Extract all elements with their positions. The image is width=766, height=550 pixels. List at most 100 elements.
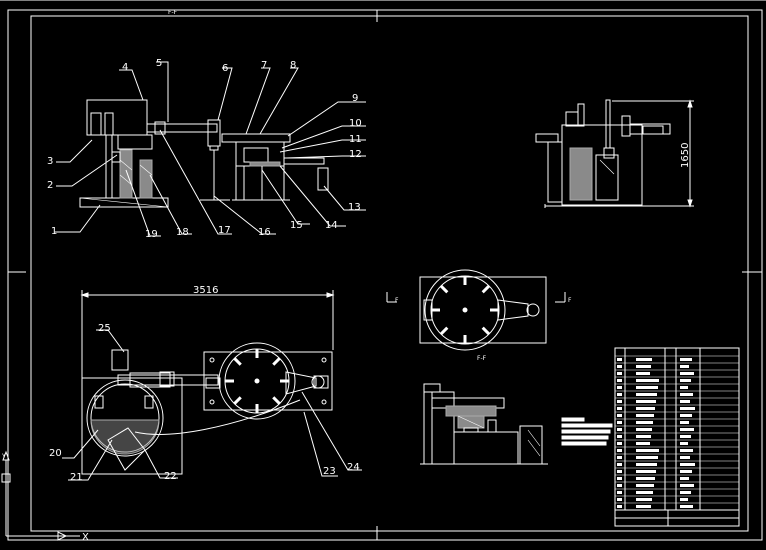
title-block-cell-text	[636, 386, 658, 389]
title-block-rows	[615, 355, 739, 508]
title-block-cell-text	[617, 491, 622, 494]
title-block-cell-text	[636, 428, 652, 431]
geneva-slot	[233, 357, 242, 366]
title-block-cell-text	[636, 358, 652, 361]
title-block-cell-text	[636, 421, 653, 424]
title-block-cell-text	[636, 491, 653, 494]
part-label-3: 3	[47, 156, 53, 167]
title-block-cell-text	[680, 435, 691, 438]
title-block-cell-text	[617, 484, 622, 487]
title-block-cell-text	[680, 393, 693, 396]
title-block-cell-text	[617, 358, 622, 361]
section-view	[420, 383, 548, 465]
part-label-23: 23	[323, 466, 336, 477]
ucs-x-label: X	[82, 532, 89, 543]
title-block-cell-text	[617, 386, 622, 389]
title-block-cell-text	[636, 505, 651, 508]
title-block-cell-text	[617, 407, 622, 410]
title-block-cell-text	[636, 365, 651, 368]
detail-geneva-slot	[439, 284, 449, 294]
title-block-cell-text	[617, 428, 622, 431]
title-block-cell-text	[617, 498, 622, 501]
part-label-16: 16	[258, 227, 271, 238]
side-view	[535, 99, 694, 208]
title-block-cell-text	[680, 456, 690, 459]
title-block-cell-text	[617, 463, 622, 466]
title-block-cell-text	[680, 400, 690, 403]
title-block-cell-text	[617, 435, 622, 438]
detail-geneva-slot	[481, 326, 491, 336]
title-block-cell-text	[636, 372, 650, 375]
geneva-slot	[272, 357, 281, 366]
title-block-cell-text	[636, 414, 654, 417]
part-label-22: 22	[164, 471, 177, 482]
part-label-13: 13	[348, 202, 361, 213]
title-block-cell-text	[617, 505, 622, 508]
title-block-cell-text	[617, 393, 622, 396]
title-block-cell-text	[617, 372, 622, 375]
title-block-cell-text	[636, 498, 652, 501]
title-block-cell-text	[636, 484, 654, 487]
title-block-cell-text	[680, 421, 689, 424]
sheet-mark: F-F	[168, 9, 178, 16]
title-block-cell-text	[680, 358, 692, 361]
title-block-cell-text	[617, 365, 622, 368]
title-block-cell-text	[636, 463, 657, 466]
detail-geneva-slots	[431, 276, 499, 344]
title-block	[614, 347, 740, 527]
title-block-cell-text	[680, 491, 691, 494]
part-label-19: 19	[145, 229, 158, 240]
title-block-cell-text	[680, 484, 694, 487]
title-block-cell-text	[680, 414, 692, 417]
part-label-24: 24	[347, 462, 360, 473]
title-block-cell-text	[636, 407, 655, 410]
title-block-cell-text	[680, 442, 688, 445]
title-block-cell-text	[680, 372, 694, 375]
title-block-cell-text	[680, 463, 695, 466]
dim-width-3516: 3516	[193, 285, 218, 296]
title-block-cell-text	[636, 470, 656, 473]
technical-notes	[561, 417, 613, 446]
title-block-cell-text	[680, 428, 694, 431]
ucs-y-label: Y	[1, 453, 6, 460]
part-label-18: 18	[176, 227, 189, 238]
title-block-cell-text	[680, 379, 691, 382]
top-view	[80, 290, 335, 475]
part-label-21: 21	[70, 472, 83, 483]
part-label-14: 14	[325, 220, 338, 231]
part-label-5: 5	[156, 58, 162, 69]
title-block-cell-text	[680, 505, 693, 508]
title-block-cell-text	[617, 449, 622, 452]
part-label-25: 25	[98, 323, 111, 334]
geneva-slots	[225, 349, 289, 413]
part-label-17: 17	[218, 225, 231, 236]
dim-height-1650: 1650	[680, 143, 691, 168]
part-label-11: 11	[349, 134, 362, 145]
ucs-icon	[1, 450, 80, 541]
detail-plan-view	[386, 269, 566, 351]
part-label-6: 6	[222, 63, 228, 74]
title-block-cell-text	[680, 386, 688, 389]
title-block-cell-text	[636, 400, 656, 403]
part-label-2: 2	[47, 180, 53, 191]
part-label-9: 9	[352, 93, 358, 104]
title-block-cell-text	[617, 414, 622, 417]
title-block-cell-text	[636, 442, 650, 445]
part-label-10: 10	[349, 118, 362, 129]
title-block-cell-text	[636, 435, 651, 438]
part-label-4: 4	[122, 62, 128, 73]
geneva-slot	[233, 396, 242, 405]
title-block-cell-text	[680, 407, 695, 410]
part-label-12: 12	[349, 149, 362, 160]
part-label-20: 20	[49, 448, 62, 459]
geneva-slot	[272, 396, 281, 405]
part-label-1: 1	[51, 226, 57, 237]
top-leaders	[62, 329, 362, 481]
part-label-15: 15	[290, 220, 303, 231]
section-letter-right: F	[568, 297, 572, 304]
title-block-cell-text	[680, 449, 693, 452]
section-mark-ff: F-F	[477, 355, 487, 362]
title-block-cell-text	[680, 477, 689, 480]
title-block-cell-text	[636, 477, 655, 480]
